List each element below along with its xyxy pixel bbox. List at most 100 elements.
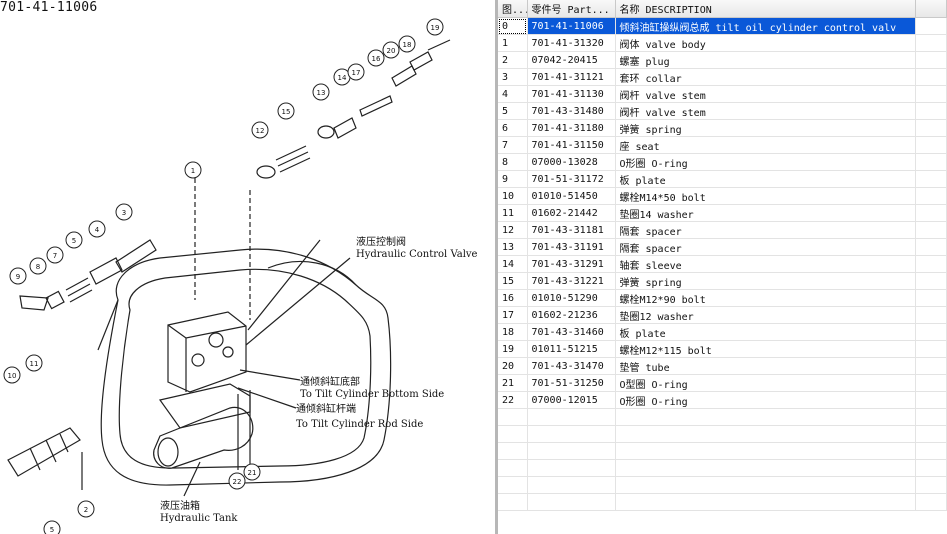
callout-20: 20 <box>387 47 396 55</box>
cell-description: 座 seat <box>615 136 916 154</box>
cell-filler <box>915 68 947 86</box>
cell-description: 阀杆 valve stem <box>615 85 916 103</box>
cell-part-number: 01010-51290 <box>527 289 616 307</box>
cell-index: 15 <box>498 272 528 290</box>
cell-part-number: 701-41-31320 <box>527 34 616 52</box>
empty-cell <box>615 442 916 460</box>
spring-15 <box>275 145 311 173</box>
empty-cell <box>615 493 916 511</box>
callout-11: 11 <box>30 360 39 368</box>
cell-description: 螺栓M12*90 bolt <box>615 289 916 307</box>
callout-14: 14 <box>338 74 347 82</box>
tank-outline <box>100 248 392 486</box>
cell-index: 7 <box>498 136 528 154</box>
cell-description: 弹簧 spring <box>615 119 916 137</box>
cell-index: 9 <box>498 170 528 188</box>
parts-list-panel: 图... 零件号 Part... 名称 DESCRIPTION 0701-41-… <box>498 0 947 534</box>
cell-description: 螺栓M14*50 bolt <box>615 187 916 205</box>
cell-filler <box>915 204 947 222</box>
cell-description: 轴套 sleeve <box>615 255 916 273</box>
cell-description: O型圈 O-ring <box>615 374 916 392</box>
cell-part-number: 07000-12015 <box>527 391 616 409</box>
bolt-19 <box>359 95 393 117</box>
label-control-valve-cn: 液压控制阀 <box>356 237 406 248</box>
cell-index: 13 <box>498 238 528 256</box>
cell-part-number: 01011-51215 <box>527 340 616 358</box>
empty-cell <box>498 476 528 494</box>
cell-filler <box>915 119 947 137</box>
cell-index: 20 <box>498 357 528 375</box>
cell-description: O形圈 O-ring <box>615 391 916 409</box>
cell-index: 21 <box>498 374 528 392</box>
callout-13: 13 <box>317 89 326 97</box>
cell-filler <box>915 374 947 392</box>
cell-part-number: 701-51-31172 <box>527 170 616 188</box>
label-tank-en: Hydraulic Tank <box>160 513 238 524</box>
exploded-diagram: 1 2 3 4 5 5 7 8 9 10 11 12 13 14 15 16 1… <box>3 18 451 534</box>
table-header-row: 图... 零件号 Part... 名称 DESCRIPTION <box>498 0 947 18</box>
empty-row <box>498 442 947 460</box>
cell-description: 螺栓M12*115 bolt <box>615 340 916 358</box>
callout-12: 12 <box>256 127 265 135</box>
callout-19: 19 <box>431 24 440 32</box>
cell-part-number: 01602-21236 <box>527 306 616 324</box>
callout-17: 17 <box>352 69 361 77</box>
cell-index: 18 <box>498 323 528 341</box>
empty-cell <box>915 476 947 494</box>
callout-3: 3 <box>122 209 126 217</box>
plate-18 <box>409 51 433 71</box>
empty-cell <box>527 476 616 494</box>
empty-cell <box>527 425 616 443</box>
column-header-filler <box>915 0 947 18</box>
empty-cell <box>615 476 916 494</box>
label-tank-cn: 液压油箱 <box>160 501 200 512</box>
cell-index: 2 <box>498 51 528 69</box>
column-header-description[interactable]: 名称 DESCRIPTION <box>615 0 916 18</box>
callout-22: 22 <box>233 478 242 486</box>
cell-index: 1 <box>498 34 528 52</box>
cell-description: 垫圈14 washer <box>615 204 916 222</box>
empty-cell <box>615 459 916 477</box>
cell-part-number: 07042-20415 <box>527 51 616 69</box>
callout-16: 16 <box>372 55 381 63</box>
cell-filler <box>915 17 947 35</box>
empty-cell <box>915 493 947 511</box>
splitter[interactable] <box>495 0 498 534</box>
cell-description: 垫圈12 washer <box>615 306 916 324</box>
empty-cell <box>527 442 616 460</box>
empty-cell <box>498 493 528 511</box>
column-header-part-number[interactable]: 零件号 Part... <box>527 0 616 18</box>
empty-cell <box>915 408 947 426</box>
cell-part-number: 701-43-31181 <box>527 221 616 239</box>
cell-filler <box>915 51 947 69</box>
cell-description: 板 plate <box>615 323 916 341</box>
empty-cell <box>915 425 947 443</box>
cell-index: 17 <box>498 306 528 324</box>
column-header-index[interactable]: 图... <box>498 0 528 18</box>
cell-part-number: 701-41-31130 <box>527 85 616 103</box>
